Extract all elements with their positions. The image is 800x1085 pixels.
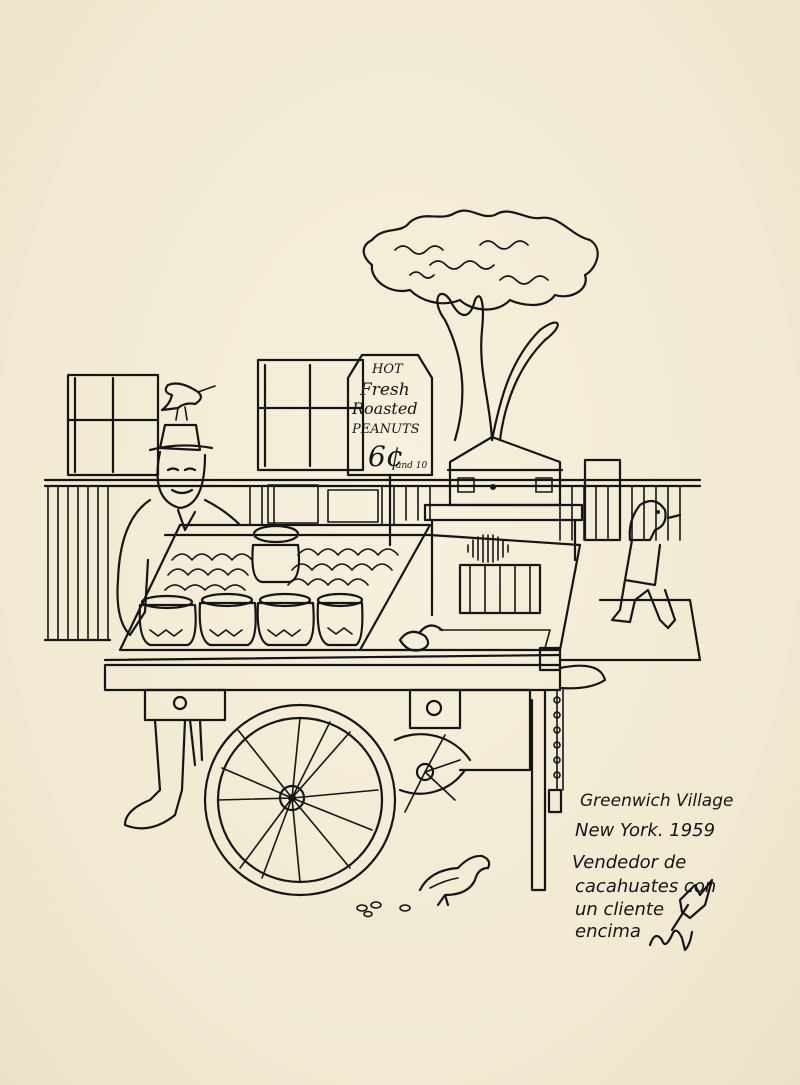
caption-spanish-3: un cliente bbox=[575, 899, 664, 920]
caption: Greenwich Village New York. 1959 Vendedo… bbox=[572, 791, 733, 942]
roasted-peanut-piles bbox=[164, 524, 399, 591]
bird-on-ground bbox=[418, 854, 491, 907]
sign-line-hot: HOT bbox=[371, 362, 404, 377]
signature-text: Ríus bbox=[640, 958, 643, 961]
artist-signature: Ríus bbox=[640, 878, 714, 961]
scattered-peanuts bbox=[356, 901, 411, 918]
cart-base bbox=[103, 646, 607, 892]
cart-wheel-back bbox=[393, 733, 472, 813]
sign-line-peanuts: PEANUTS bbox=[351, 422, 420, 437]
candy-jars bbox=[138, 592, 364, 647]
sign-price-alt: and 10 bbox=[396, 461, 428, 471]
sign-line-roasted: Roasted bbox=[351, 399, 418, 418]
peanut-price-sign: HOT Fresh Roasted PEANUTS 6¢ and 10 bbox=[346, 353, 434, 547]
cart-display bbox=[118, 523, 582, 652]
sign-line-fresh: Fresh bbox=[359, 380, 410, 400]
caption-spanish-4: encima bbox=[575, 921, 641, 942]
caption-city-year: New York. 1959 bbox=[575, 820, 715, 841]
vendor-man bbox=[116, 382, 242, 830]
cart-wheel-front bbox=[203, 703, 397, 897]
passerby bbox=[610, 499, 682, 630]
tree bbox=[362, 209, 599, 442]
roaster-box bbox=[423, 435, 584, 617]
sign-price: 6¢ bbox=[368, 440, 404, 473]
background-windows bbox=[66, 358, 622, 542]
fence bbox=[43, 478, 702, 662]
caption-location: Greenwich Village bbox=[580, 791, 733, 811]
caption-spanish-1: Vendedor de bbox=[572, 852, 686, 873]
caption-spanish-2: cacahuates con bbox=[575, 876, 716, 897]
